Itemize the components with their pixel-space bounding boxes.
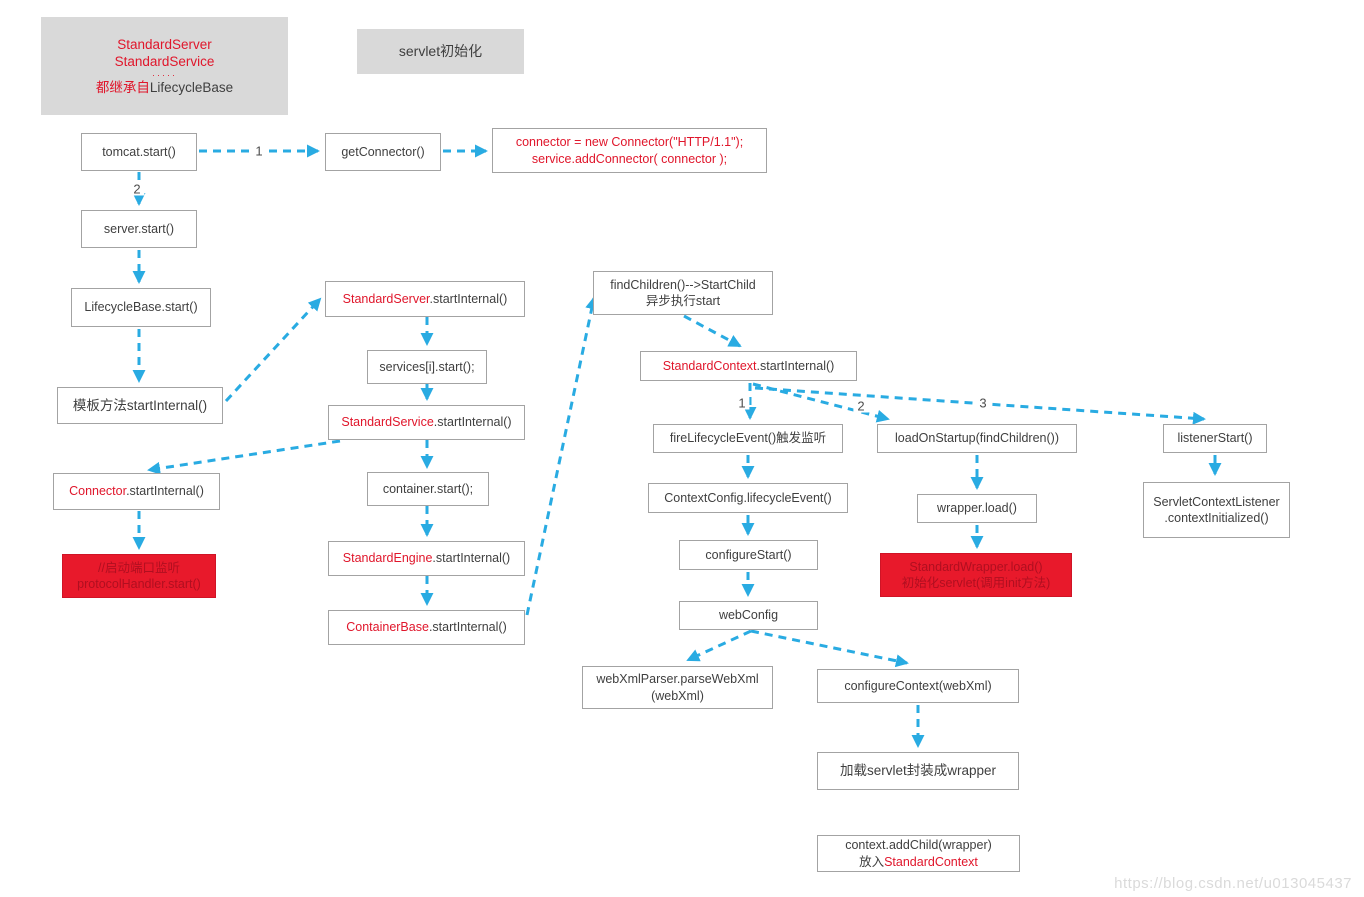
node-webxml-parser: webXmlParser.parseWebXml (webXml) (582, 666, 773, 709)
legend-servlet-init-box: servlet初始化 (357, 29, 524, 74)
node-standardengine-startinternal: StandardEngine.startInternal() (328, 541, 525, 576)
legend-ellipsis: ····· (152, 69, 177, 80)
node-standardservice-label: StandardService.startInternal() (341, 415, 512, 430)
node-standardserver-label: StandardServer.startInternal() (342, 291, 508, 306)
node-web-config-label: webConfig (718, 608, 779, 623)
node-load-on-startup-label: loadOnStartup(findChildren()) (895, 431, 1059, 446)
node-contextconfig-label: ContextConfig.lifecycleEvent() (664, 490, 832, 505)
context-add-child-line1: context.addChild(wrapper) (845, 838, 992, 853)
node-wrapper-load: wrapper.load() (917, 494, 1037, 523)
servletcontextlistener-line2: .contextInitialized() (1164, 511, 1269, 525)
standardwrapper-load-line1: StandardWrapper.load() (909, 559, 1043, 574)
node-standardserver-startinternal: StandardServer.startInternal() (325, 281, 525, 317)
node-servletcontextlistener: ServletContextListener .contextInitializ… (1143, 482, 1290, 538)
edge-label-branch3: 3 (975, 396, 991, 410)
node-configure-start: configureStart() (679, 540, 818, 570)
node-get-connector: getConnector() (325, 133, 441, 171)
node-fire-lifecycle-event-label: fireLifecycleEvent()触发监听 (669, 431, 827, 446)
node-template-method: 模板方法startInternal() (57, 387, 223, 424)
node-listener-start-label: listenerStart() (1177, 431, 1253, 446)
edge-label-branch1: 1 (734, 396, 750, 410)
node-connector-code: connector = new Connector("HTTP/1.1"); s… (492, 128, 767, 173)
node-web-config: webConfig (679, 601, 818, 630)
legend-line-inherit: 都继承自LifecycleBase (95, 79, 234, 95)
node-configure-context: configureContext(webXml) (817, 669, 1019, 703)
node-services-start: services[i].start(); (367, 350, 487, 384)
legend-servlet-init-label: servlet初始化 (398, 43, 483, 60)
edge-label-branch2: 2 (853, 399, 869, 413)
node-wrapper-load-label: wrapper.load() (937, 501, 1017, 516)
edge-label-step2: 2 (129, 182, 145, 196)
edge-label-step1: 1 (251, 144, 267, 158)
node-server-start-label: server.start() (103, 221, 175, 236)
node-configure-start-label: configureStart() (705, 547, 792, 562)
legend-line-standardservice: StandardService (114, 54, 215, 70)
node-lifecyclebase-start-label: LifecycleBase.start() (84, 300, 198, 315)
legend-inherit-box: StandardServer StandardService ····· 都继承… (41, 17, 288, 115)
node-configure-context-label: configureContext(webXml) (844, 678, 992, 693)
webxml-parser-line1: webXmlParser.parseWebXml (596, 672, 759, 687)
servletcontextlistener-line1: ServletContextListener (1153, 494, 1280, 509)
node-load-servlet-wrapper-label: 加载servlet封装成wrapper (839, 763, 997, 779)
protocol-handler-call: protocolHandler.start() (77, 577, 201, 591)
node-standardcontext-label: StandardContext.startInternal() (662, 358, 835, 373)
node-get-connector-label: getConnector() (341, 144, 425, 159)
node-standardwrapper-load: StandardWrapper.load() 初始化servlet(调用init… (880, 553, 1072, 597)
node-connector-startinternal-label: Connector.startInternal() (69, 484, 204, 499)
standardwrapper-load-line2: 初始化servlet(调用init方法) (901, 576, 1051, 590)
node-load-on-startup: loadOnStartup(findChildren()) (877, 424, 1077, 453)
connector-code-line1: connector = new Connector("HTTP/1.1"); (515, 135, 744, 150)
find-children-line1: findChildren()-->StartChild (610, 277, 756, 292)
node-fire-lifecycle-event: fireLifecycleEvent()触发监听 (653, 424, 843, 453)
node-standardengine-label: StandardEngine.startInternal() (342, 551, 511, 566)
node-listener-start: listenerStart() (1163, 424, 1267, 453)
legend-line-standardserver: StandardServer (117, 36, 212, 52)
node-connector-startinternal: Connector.startInternal() (53, 473, 220, 510)
node-containerbase-startinternal: ContainerBase.startInternal() (328, 610, 525, 645)
watermark-url: https://blog.csdn.net/u013045437 (1114, 875, 1352, 892)
node-container-start-label: container.start(); (382, 481, 474, 496)
node-find-children: findChildren()-->StartChild 异步执行start (593, 271, 773, 315)
node-context-add-child: context.addChild(wrapper) 放入StandardCont… (817, 835, 1020, 872)
context-add-child-line2: 放入StandardContext (859, 854, 978, 869)
find-children-line2: 异步执行start (645, 294, 721, 308)
node-standardservice-startinternal: StandardService.startInternal() (328, 405, 525, 440)
node-load-servlet-wrapper: 加载servlet封装成wrapper (817, 752, 1019, 790)
connector-code-line2: service.addConnector( connector ); (531, 151, 728, 166)
node-template-method-label: 模板方法startInternal() (72, 397, 208, 413)
node-tomcat-start: tomcat.start() (81, 133, 197, 171)
node-services-start-label: services[i].start(); (379, 359, 475, 374)
node-protocol-handler: //启动端口监听 protocolHandler.start() (62, 554, 216, 598)
node-container-start: container.start(); (367, 472, 489, 506)
node-tomcat-start-label: tomcat.start() (102, 144, 176, 159)
protocol-handler-comment: //启动端口监听 (98, 560, 180, 575)
webxml-parser-line2: (webXml) (651, 688, 704, 703)
node-lifecyclebase-start: LifecycleBase.start() (71, 288, 211, 327)
node-contextconfig-lifecycleevent: ContextConfig.lifecycleEvent() (648, 483, 848, 513)
node-containerbase-label: ContainerBase.startInternal() (346, 620, 507, 635)
node-server-start: server.start() (81, 210, 197, 248)
node-standardcontext-startinternal: StandardContext.startInternal() (640, 351, 857, 381)
